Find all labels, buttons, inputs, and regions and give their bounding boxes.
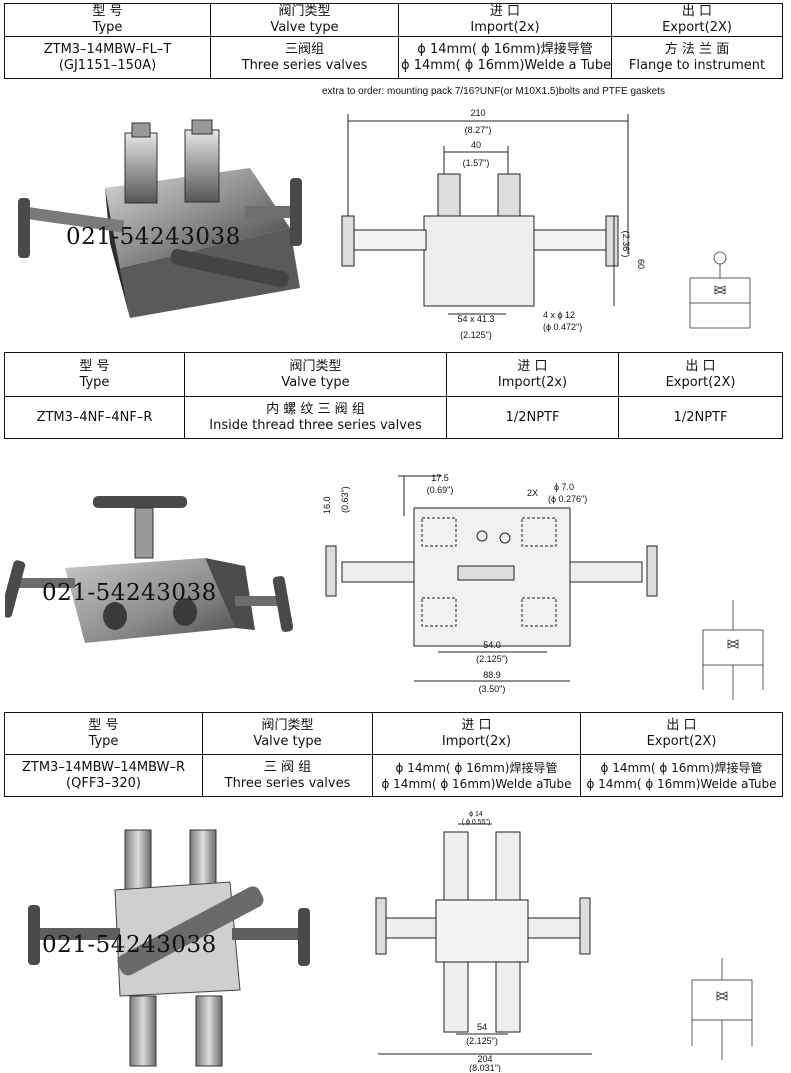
dim-offset: 17.5 [431,473,449,483]
dim-top-inch: (0.63") [340,486,350,513]
valve-photo-3 [28,829,310,1067]
dim-top-inch: ( ϕ 0.55") [462,819,491,826]
phone-watermark-3: 021-54243038 [42,932,217,958]
dim-overall: 210 [470,108,485,118]
dim-offset-inch: (0.69") [427,485,454,495]
phone-watermark-2: 021-54243038 [42,580,217,606]
cell-type: ZTM3–14MBW–14MBW–R(QFF3–320) [4,754,203,797]
dim-overall: 204 [477,1054,492,1064]
cell-type: ZTM3–4NF–4NF–R [4,396,185,439]
dim-center-inch: (2.125") [466,1036,498,1046]
dim-center-inch: (2.125") [476,654,508,664]
dim-base: 54 x 41.3 [457,314,494,324]
dimension-drawing-1: 210 (8.27") 40 (1.57") 60 (2.36") 54 x 4… [341,108,646,340]
flow-schematic-2 [702,600,764,700]
dim-center: 54 [477,1022,487,1032]
dim-height: 60 [636,259,646,269]
dim-overall-inch: (3.50") [479,684,506,694]
order-note: extra to order: mounting pack 7/16?UNF(o… [322,86,665,97]
cell-import: 1/2NPTF [446,396,619,439]
dim-hole: 4 x ϕ 12 [543,310,575,320]
dim-center: 54.0 [483,640,501,650]
dim-hole-inch: (ϕ 0.472") [543,322,582,332]
cell-type: ZTM3–14MBW–FL–T(GJ1151–150A) [4,36,211,79]
dim-center: 40 [471,140,481,150]
flow-schematic-3 [691,958,753,1060]
dim-hole-count: 2X [527,488,538,498]
dim-base-inch: (2.125") [460,330,492,340]
dim-overall-inch: (8.27") [465,125,492,135]
dimension-drawing-3: ϕ 14 ( ϕ 0.55") 54 (2.125") 204 (8.031") [375,811,592,1072]
dimension-drawing-2: 16.0 (0.63") 17.5 (0.69") 2X ϕ 7.0 (ϕ 0.… [322,473,658,694]
dim-top: ϕ 14 [469,811,483,818]
dim-top: 16.0 [322,496,332,514]
dim-height-inch: (2.36") [621,231,631,258]
phone-watermark-1: 021-54243038 [66,224,241,250]
dim-overall: 88.9 [483,670,501,680]
valve-photo-1 [18,119,302,318]
dim-hole: ϕ 7.0 [554,482,574,492]
dim-overall-inch: (8.031") [469,1063,501,1072]
dim-hole-inch: (ϕ 0.276") [548,494,587,504]
dim-center-inch: (1.57") [463,158,490,168]
flow-schematic-1 [689,251,751,329]
cell-export: 1/2NPTF [618,396,783,439]
valve-photo-2 [5,496,294,643]
